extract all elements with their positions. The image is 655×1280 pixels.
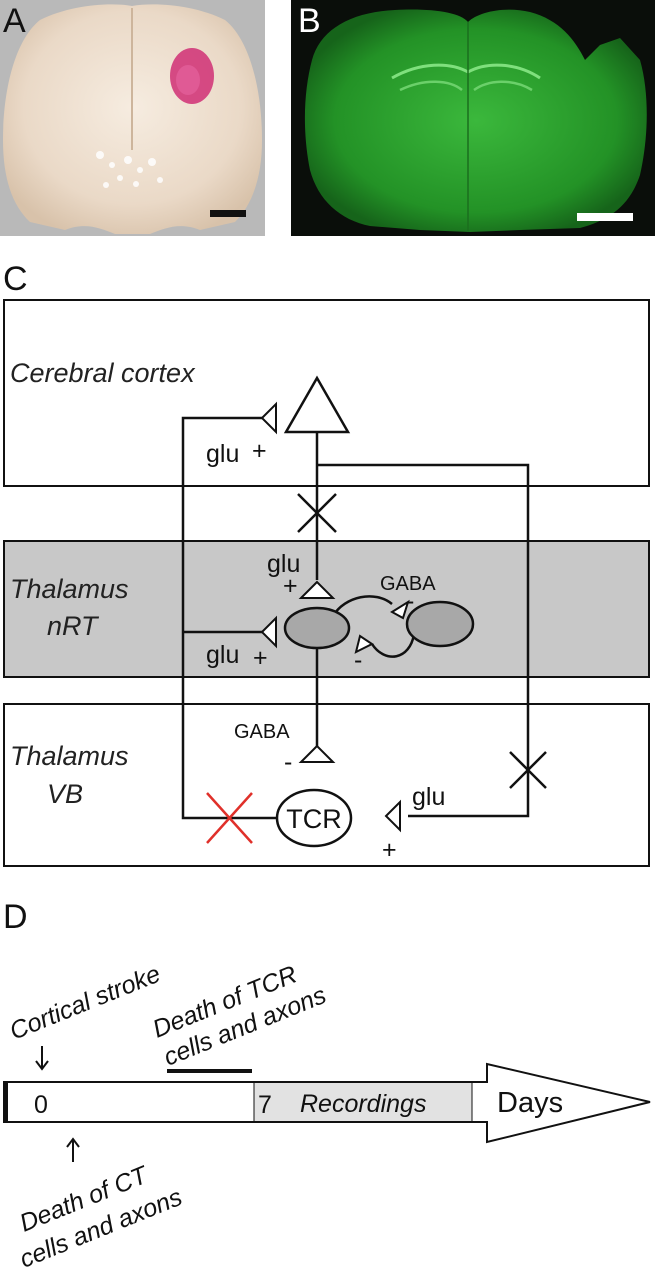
plus-nrt-tcr: + [253, 644, 268, 672]
cortex-label: Cerebral cortex [10, 358, 196, 388]
day-0: 0 [34, 1091, 48, 1119]
arrow-stroke [35, 1046, 49, 1071]
minus-vb: - [284, 748, 292, 776]
synapse-vb-glu [384, 799, 401, 833]
arrow-ct-death [66, 1137, 80, 1162]
minus-nrt-2: - [354, 646, 362, 674]
synapse-nrt-recip-2 [354, 634, 374, 654]
label-gaba-vb: GABA [234, 721, 290, 743]
panel-label-b: B [298, 2, 321, 40]
recordings-window [254, 1083, 472, 1121]
tcr-cell [275, 788, 353, 848]
plus-cortex: + [252, 437, 267, 465]
label-glu-cortex: glu [206, 440, 239, 468]
day-7: 7 [258, 1091, 272, 1119]
hippocampus-right [473, 80, 533, 92]
tcr-label: TCR [286, 804, 342, 834]
synapse-cortex [260, 401, 277, 435]
panel-b: B [291, 0, 655, 236]
panel-a: A [0, 0, 265, 236]
nrt-cell-2 [405, 600, 475, 648]
panel-d: D Cortical stroke Death of TCR cells and… [3, 898, 651, 1274]
label-glu-vb: glu [412, 783, 445, 811]
panel-label-d: D [3, 898, 28, 936]
ct-axon-to-vb [317, 463, 530, 818]
panel-label-c: C [3, 260, 28, 298]
vb-label-line2: VB [47, 779, 83, 809]
pyramidal-neuron [283, 375, 351, 434]
nrt-link-upper [331, 595, 393, 617]
label-glu-nrt-tcr: glu [206, 641, 239, 669]
cross-ct-vb [509, 751, 547, 789]
nrt-link-lower [370, 633, 416, 658]
scale-bar-a [210, 210, 246, 217]
nrt-cell-1 [283, 606, 351, 650]
label-gaba-nrt: GABA [380, 573, 436, 595]
synapse-vb-gaba [298, 744, 336, 763]
panel-c: C Cerebral cortex Thalamus nRT Thalamus … [3, 260, 650, 867]
vb-label-line1: Thalamus [10, 741, 129, 771]
synapse-nrt-recip-1 [390, 599, 410, 620]
plus-vb: + [382, 836, 397, 864]
label-days: Days [497, 1087, 563, 1119]
nrt-label-line1: Thalamus [10, 574, 129, 604]
lesion-core [176, 65, 200, 95]
label-cortical-stroke: Cortical stroke [6, 960, 165, 1046]
plus-nrt-ct: + [283, 572, 298, 600]
panel-label-a: A [3, 2, 26, 40]
synapse-nrt-tcr [260, 615, 277, 649]
minus-nrt-1: - [406, 587, 414, 615]
cross-tcr-axon [206, 792, 253, 844]
nrt-label-line2: nRT [47, 611, 100, 641]
label-recordings: Recordings [300, 1090, 426, 1118]
timeline-start-cap [4, 1082, 8, 1122]
scale-bar-b [577, 213, 633, 221]
hippocampus-left [399, 80, 463, 92]
coronal-section [304, 9, 647, 232]
axon-wiring [181, 416, 530, 820]
label-glu-nrt-ct: glu [267, 550, 300, 578]
highlights [96, 151, 163, 188]
cross-ct-axon [297, 493, 337, 533]
synapse-nrt-ct [298, 580, 336, 599]
